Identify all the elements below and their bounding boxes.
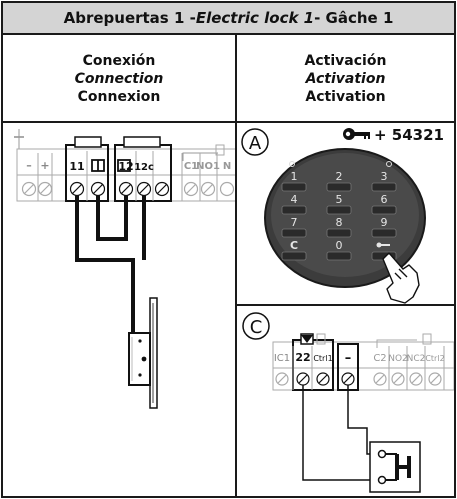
relay-icon	[215, 144, 225, 156]
keypad-key-1: 1	[291, 170, 298, 183]
title-english: Electric lock 1	[195, 9, 315, 27]
keypad-led-icons	[289, 161, 392, 167]
connection-header: Conexión Connection Connexion	[3, 37, 235, 121]
panel-a-letter: A	[249, 133, 262, 154]
keypad-key-6: 6	[381, 193, 388, 206]
terminal-label-no2: NO2	[388, 354, 408, 364]
activation-header: Activación Activation Activation	[237, 37, 454, 121]
title-french: - Gâche 1	[314, 9, 394, 27]
terminal-label-minus-c: –	[345, 351, 352, 366]
keypad-key-7: 7	[291, 216, 298, 229]
electric-strike-icon	[128, 297, 158, 409]
key-code-text: + 54321	[374, 126, 444, 144]
key-icon	[343, 128, 370, 140]
keypad-key-9: 9	[381, 216, 388, 229]
terminal-label-22: 22	[295, 351, 310, 364]
terminal-label-no1: NO1	[196, 161, 220, 172]
terminal-label-n: N	[223, 161, 231, 172]
activation-divider	[237, 304, 454, 306]
relay-icons	[316, 333, 432, 348]
keypad-key-8: 8	[336, 216, 343, 229]
terminal-label-nc2: NC2	[407, 354, 426, 364]
terminal-label-12c: 12c	[134, 162, 154, 173]
terminal-label-ctrl1: Ctrl1	[313, 354, 332, 363]
terminal-label-ic1: IC1	[274, 353, 290, 364]
activation-label-fr: Activation	[305, 89, 386, 105]
terminal-label-11: 11	[69, 160, 84, 173]
page-title: Abrepuertas 1 - Electric lock 1 - Gâche …	[3, 3, 454, 35]
column-divider	[235, 35, 237, 498]
keypad-key-5: 5	[336, 193, 343, 206]
activation-panel-a: A + 54321	[241, 126, 444, 304]
panel-c-letter: C	[250, 317, 263, 338]
keypad-key-2: 2	[336, 170, 343, 183]
connection-label-es: Conexión	[82, 53, 156, 69]
title-spanish: Abrepuertas 1 -	[63, 9, 196, 27]
activation-label-en: Activation	[305, 71, 386, 87]
connection-label-en: Connection	[74, 71, 164, 87]
lock-symbol-icon	[91, 159, 131, 172]
activation-label-es: Activación	[304, 53, 387, 69]
terminal-screws-c	[275, 372, 442, 386]
terminal-label-ctrl2: Ctrl2	[425, 354, 444, 363]
terminal-label-c2: C2	[373, 353, 386, 364]
connection-wiring-diagram: – + 11 12 12c C1 NO1 N	[14, 129, 235, 409]
header-divider	[3, 121, 454, 123]
hand-pointer-icon	[382, 252, 420, 304]
keypad-key-icon	[376, 242, 390, 248]
lock-wires	[75, 195, 146, 332]
keypad-key-c: C	[290, 239, 298, 252]
terminal-label-minus: –	[26, 159, 32, 172]
push-button-wires	[302, 385, 379, 481]
terminal-screws	[21, 181, 235, 197]
push-button-icon	[369, 441, 421, 493]
activation-panel-c: C IC1 22 Ctrl1 – C2 N	[242, 312, 454, 493]
keypad-key-0: 0	[336, 239, 343, 252]
terminal-label-c1: C1	[184, 161, 198, 172]
connection-label-fr: Connexion	[77, 89, 161, 105]
keypad-key-3: 3	[381, 170, 388, 183]
keypad-keys: 1 2 3 4 5 6 7 8 9 C 0	[281, 170, 397, 261]
keypad-key-4: 4	[291, 193, 298, 206]
terminal-label-plus: +	[40, 159, 49, 172]
